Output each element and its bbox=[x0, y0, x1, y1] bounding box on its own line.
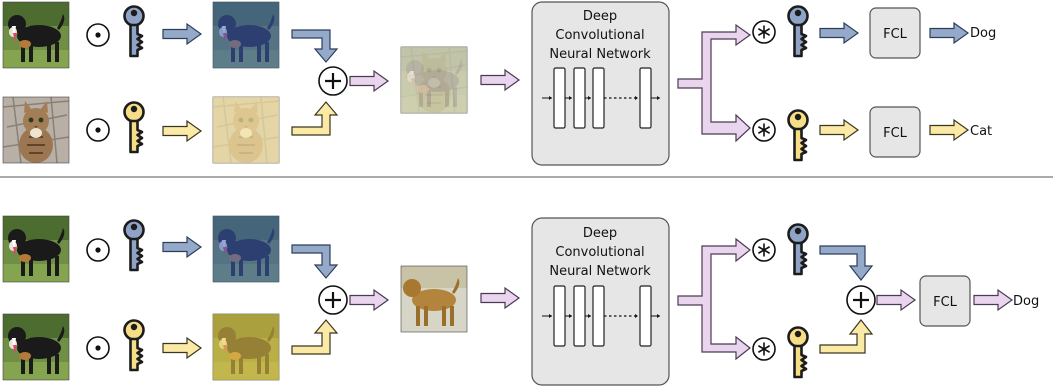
arrow-icon bbox=[162, 236, 202, 258]
merge-arrow-icon bbox=[291, 319, 339, 355]
split-arrow-icon bbox=[677, 237, 751, 361]
network-label-line1: Deep bbox=[583, 226, 617, 241]
arrow-icon bbox=[349, 289, 389, 311]
conv-layers bbox=[541, 67, 661, 129]
mixed-image bbox=[400, 265, 468, 333]
arrow-icon bbox=[480, 69, 520, 91]
arrow-icon bbox=[973, 289, 1013, 311]
network-label-line2: Convolutional bbox=[555, 245, 644, 260]
dog-photo-icon bbox=[2, 1, 70, 69]
convolution-star-icon bbox=[752, 337, 776, 361]
fcl-label: FCL bbox=[933, 295, 958, 310]
network-label-line2: Convolutional bbox=[555, 28, 644, 43]
merge-arrow-icon bbox=[819, 319, 874, 354]
sum-icon bbox=[845, 284, 877, 316]
cat-photo-icon bbox=[2, 96, 70, 164]
convolution-star-icon bbox=[752, 238, 776, 262]
encrypted-cat-image bbox=[212, 96, 280, 164]
output-label-cat: Cat bbox=[970, 124, 992, 139]
arrow-icon bbox=[929, 22, 969, 44]
arrow-icon bbox=[819, 119, 859, 141]
arrow-icon bbox=[162, 120, 202, 142]
split-arrow-icon bbox=[677, 23, 752, 143]
network-label-line1: Deep bbox=[583, 9, 617, 24]
merge-arrow-icon bbox=[291, 244, 339, 279]
mixed-image bbox=[400, 46, 468, 114]
convolution-star-icon bbox=[752, 20, 776, 44]
encrypted-dog-image-yellow bbox=[212, 313, 280, 381]
encrypted-dog-image bbox=[212, 1, 280, 69]
arrow-icon bbox=[819, 22, 859, 44]
key-icon bbox=[123, 319, 145, 372]
merge-arrow-icon bbox=[819, 245, 874, 281]
top-panel: Deep Convolutional Neural Network FCL FC… bbox=[2, 1, 996, 166]
key-icon bbox=[787, 109, 809, 162]
arrow-icon bbox=[480, 287, 520, 309]
fcl-box bbox=[869, 7, 921, 59]
key-icon bbox=[787, 5, 809, 58]
key-icon bbox=[123, 219, 145, 272]
dog-photo-icon bbox=[2, 313, 70, 381]
key-icon bbox=[123, 5, 145, 58]
key-icon bbox=[787, 326, 809, 379]
dog-photo-icon bbox=[2, 215, 70, 283]
arrow-icon bbox=[162, 23, 202, 45]
output-label-dog: Dog bbox=[1013, 294, 1039, 309]
elementwise-product-icon bbox=[86, 118, 110, 142]
fcl-label: FCL bbox=[883, 27, 908, 42]
convolution-star-icon bbox=[752, 118, 776, 142]
fcl-box bbox=[869, 106, 921, 158]
sum-icon bbox=[317, 65, 349, 97]
network-label-line3: Neural Network bbox=[549, 264, 651, 279]
bottom-panel: Deep Convolutional Neural Network FCL Do… bbox=[2, 215, 1039, 386]
fcl-box bbox=[919, 275, 971, 327]
arrow-icon bbox=[876, 289, 916, 311]
elementwise-product-icon bbox=[86, 336, 110, 360]
arrow-icon bbox=[162, 337, 202, 359]
sum-icon bbox=[317, 284, 349, 316]
merge-arrow-icon bbox=[291, 101, 339, 136]
fcl-label: FCL bbox=[883, 126, 908, 141]
arrow-icon bbox=[929, 119, 969, 141]
elementwise-product-icon bbox=[86, 23, 110, 47]
key-icon bbox=[787, 223, 809, 276]
conv-layers bbox=[541, 285, 661, 347]
elementwise-product-icon bbox=[86, 238, 110, 262]
network-label-line3: Neural Network bbox=[549, 47, 651, 62]
merge-arrow-icon bbox=[291, 29, 339, 63]
key-icon bbox=[123, 101, 145, 154]
output-label-dog: Dog bbox=[970, 26, 996, 41]
encrypted-dog-image bbox=[212, 215, 280, 283]
arrow-icon bbox=[349, 70, 389, 92]
